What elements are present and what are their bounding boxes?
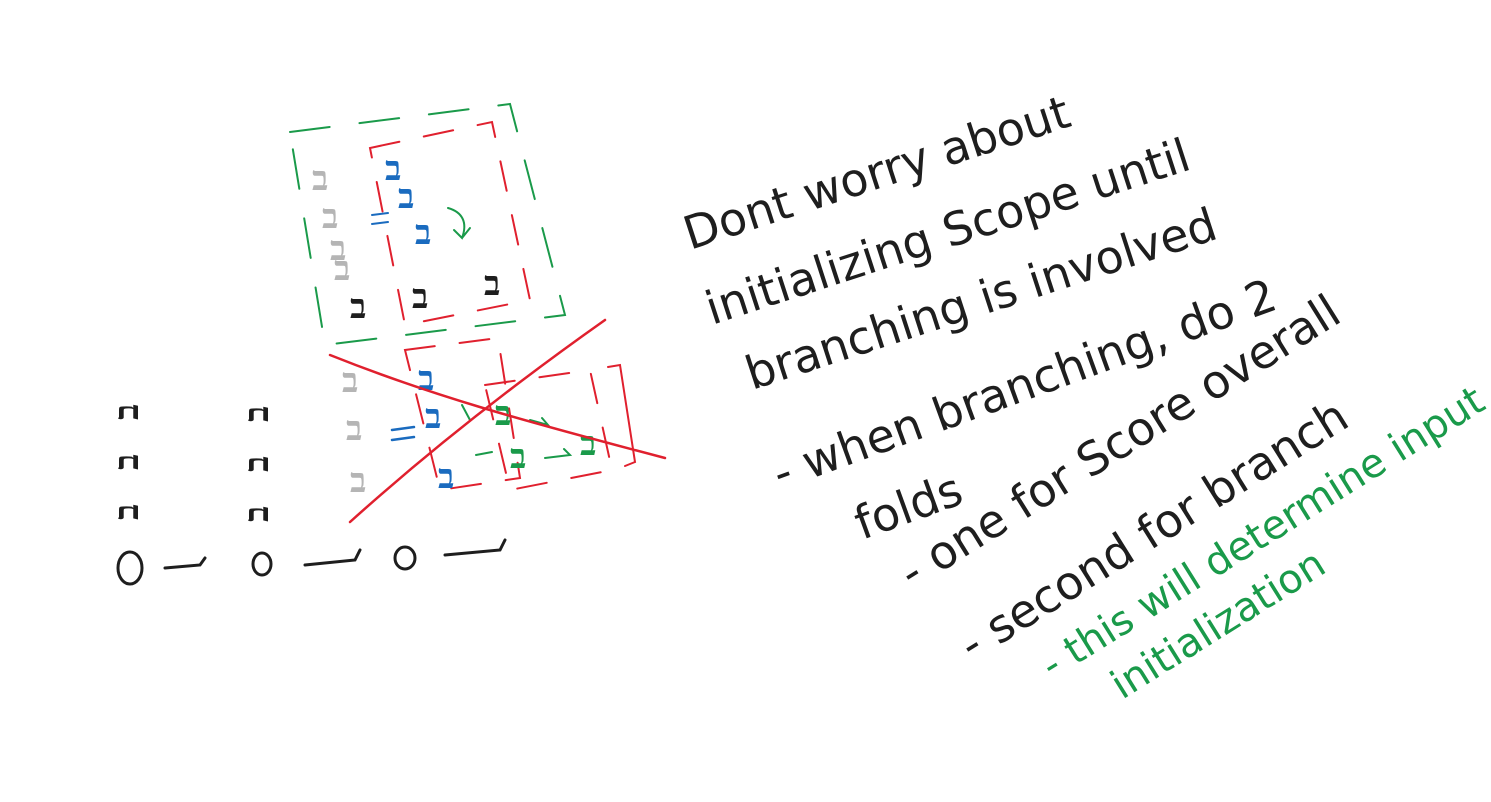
glyph: ב <box>330 229 346 269</box>
glyph: ב <box>510 437 526 477</box>
arrow <box>303 548 362 567</box>
red-cross-out <box>328 318 667 524</box>
glyph: ב <box>415 213 431 253</box>
glyph: ב <box>334 249 350 289</box>
glyph: ב <box>398 177 414 217</box>
lower-red-boxes <box>403 336 637 492</box>
glyph: ב <box>438 457 454 497</box>
upper-green-box <box>288 102 567 347</box>
glyph: ב <box>107 404 147 420</box>
glyph: ב <box>350 287 366 327</box>
glyph: ב <box>580 424 596 464</box>
lower-blue-glyphs: ב ב ב <box>390 359 454 497</box>
glyph: ב <box>484 264 500 304</box>
glyph: ב <box>412 277 428 317</box>
left-glyph-column-2: ב ב ב <box>237 406 277 522</box>
left-glyph-column-1: ב ב ב <box>107 404 147 520</box>
upper-black-glyphs: ב ב ב <box>350 264 500 327</box>
arrow <box>443 538 507 557</box>
node-circle <box>393 545 417 571</box>
glyph: ב <box>237 506 277 522</box>
upper-gray-glyphs: ב ב ב ב <box>312 159 350 289</box>
lower-gray-glyphs: ב ב ב <box>342 361 366 501</box>
glyph: ב <box>425 397 441 437</box>
glyph: ב <box>237 456 277 472</box>
glyph: ב <box>237 406 277 422</box>
glyph: ב <box>342 361 358 401</box>
glyph: ב <box>350 461 366 501</box>
upper-blue-glyphs: ב ב ב <box>371 149 431 253</box>
glyph: ב <box>107 504 147 520</box>
glyph: ב <box>385 149 401 189</box>
notes: Dont worry about initializing Scope unti… <box>677 85 1491 709</box>
node-circle <box>116 550 144 586</box>
arrow <box>163 556 207 570</box>
upper-green-arrow <box>447 207 471 240</box>
sequence-chain <box>116 538 507 586</box>
glyph: ב <box>322 197 338 237</box>
node-circle <box>251 551 273 577</box>
lower-green-glyphs: ב ב ב <box>461 394 596 477</box>
glyph: ב <box>346 409 362 449</box>
glyph: ב <box>107 454 147 470</box>
upper-red-box <box>368 120 532 327</box>
glyph: ב <box>312 159 328 199</box>
